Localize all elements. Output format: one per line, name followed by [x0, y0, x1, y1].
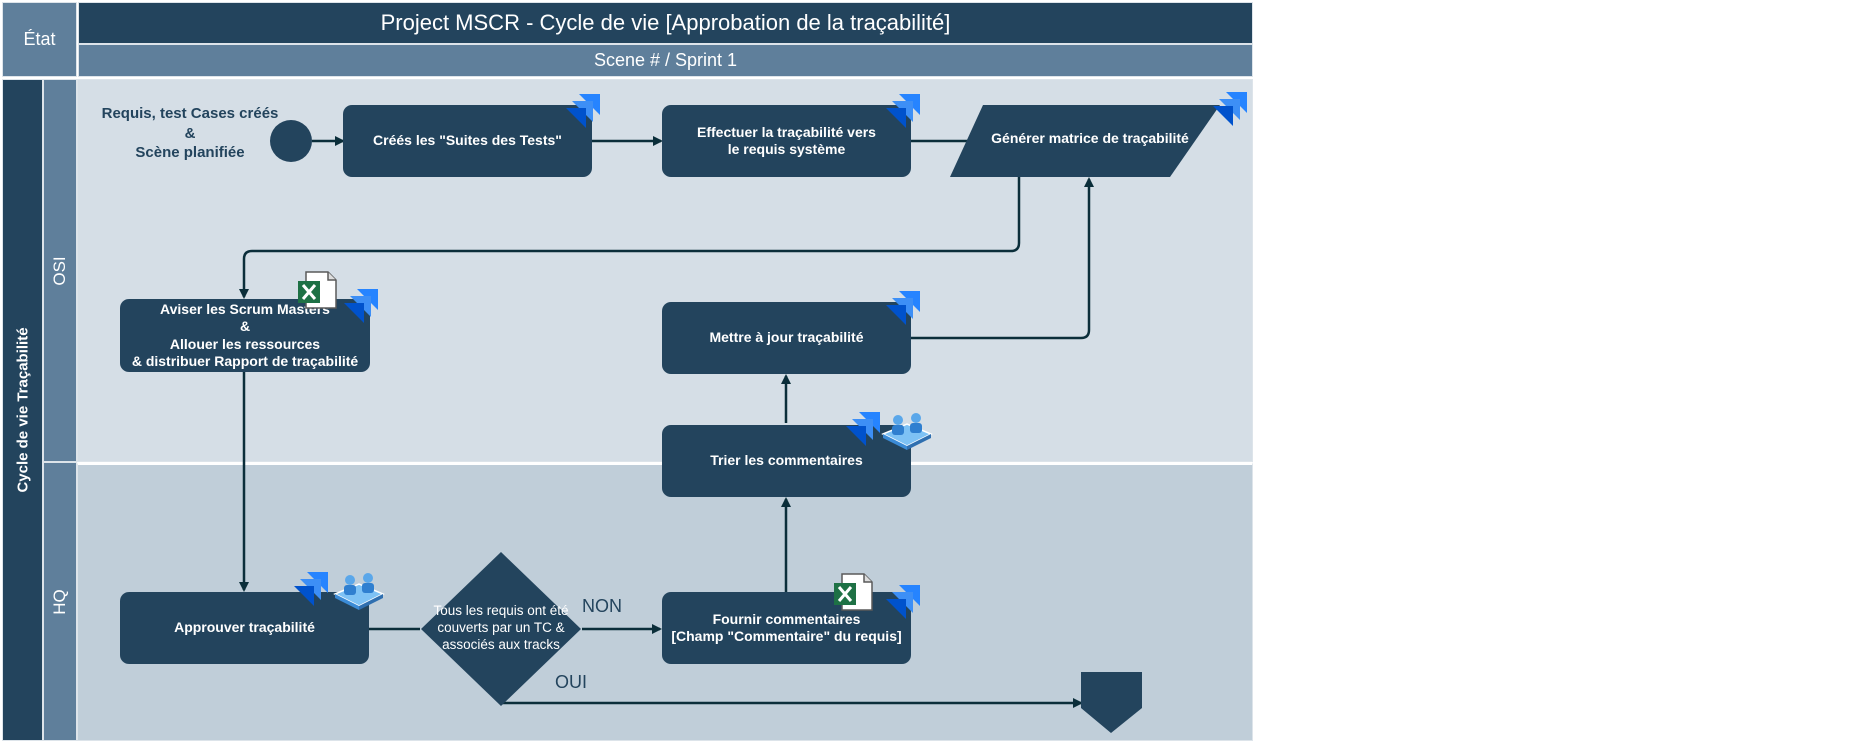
- node-sort-comments[interactable]: Trier les commentaires: [662, 425, 911, 497]
- node-create-suites[interactable]: Créés les "Suites des Tests": [343, 105, 592, 177]
- diagram-subtitle: Scene # / Sprint 1: [78, 44, 1253, 77]
- state-header: État: [2, 2, 77, 77]
- node-feedback-line1: Fournir commentaires: [712, 610, 861, 627]
- start-note: Requis, test Cases créés & Scène planifi…: [85, 104, 295, 163]
- start-note-line1: Requis, test Cases créés: [101, 105, 279, 122]
- node-notify-line4: & distribuer Rapport de traçabilité: [131, 353, 359, 369]
- decision-line2: couverts par un TC &: [437, 619, 565, 635]
- edge-update-to-matrix: [911, 177, 1094, 340]
- jira-icon: [566, 94, 600, 128]
- node-generate-matrix-label: Générer matrice de traçabilité: [991, 130, 1189, 146]
- node-approve-traceability[interactable]: Approuver traçabilité: [120, 592, 369, 664]
- decision-line1: Tous les requis ont été: [433, 603, 569, 618]
- pool-label: Cycle de vie Traçabilité: [2, 79, 43, 741]
- node-trace-line2: le requis système: [727, 141, 846, 157]
- start-note-line3: Scène planifiée: [135, 144, 245, 161]
- diagram-subtitle-text: Scene # / Sprint 1: [593, 50, 738, 70]
- edge-label-yes: OUI: [555, 672, 588, 692]
- excel-icon: [832, 572, 874, 612]
- jira-icon: [886, 585, 920, 619]
- team-icon: [882, 412, 932, 451]
- node-generate-matrix: [950, 105, 1220, 177]
- node-notify-scrum-masters[interactable]: Aviser les Scrum Masters & Allouer les r…: [120, 299, 370, 372]
- node-update-label: Mettre à jour traçabilité: [709, 329, 864, 346]
- jira-icon: [344, 289, 378, 323]
- node-feedback-line2: [Champ "Commentaire" du requis]: [671, 628, 902, 644]
- decision-line3: associés aux tracks: [442, 636, 560, 652]
- node-trace-line1: Effectuer la traçabilité vers: [697, 123, 876, 140]
- start-note-line2: &: [184, 124, 196, 142]
- excel-icon: [296, 270, 338, 310]
- jira-icon: [846, 412, 880, 446]
- diagram-title-text: Project MSCR - Cycle de vie [Approbation…: [380, 10, 951, 35]
- jira-icon: [294, 572, 328, 606]
- end-offpage-connector: [1081, 672, 1142, 733]
- jira-icon: [886, 291, 920, 325]
- edge-label-no: NON: [582, 596, 622, 616]
- node-sort-label: Trier les commentaires: [710, 452, 863, 469]
- node-notify-line2: &: [239, 318, 251, 334]
- state-header-label: État: [23, 29, 56, 49]
- node-approve-label: Approuver traçabilité: [174, 619, 315, 636]
- lane-label-hq: HQ: [43, 462, 77, 741]
- jira-icon: [1213, 92, 1247, 126]
- decision-label: Tous les requis ont été couverts par un …: [416, 603, 586, 654]
- node-notify-line1: Aviser les Scrum Masters: [160, 300, 330, 317]
- start-event: [270, 120, 312, 162]
- jira-icon: [886, 94, 920, 128]
- node-update-traceability[interactable]: Mettre à jour traçabilité: [662, 302, 911, 374]
- decision-diamond: [421, 552, 581, 706]
- team-icon: [334, 572, 384, 611]
- node-create-suites-label: Créés les "Suites des Tests": [373, 132, 562, 149]
- node-provide-feedback[interactable]: Fournir commentaires[Champ "Commentaire"…: [662, 592, 911, 664]
- node-notify-line3: Allouer les ressources: [169, 335, 321, 352]
- edge-matrix-to-notify: [239, 177, 1021, 299]
- diagram-title: Project MSCR - Cycle de vie [Approbation…: [78, 2, 1253, 44]
- lane-label-osi: OSI: [43, 79, 77, 462]
